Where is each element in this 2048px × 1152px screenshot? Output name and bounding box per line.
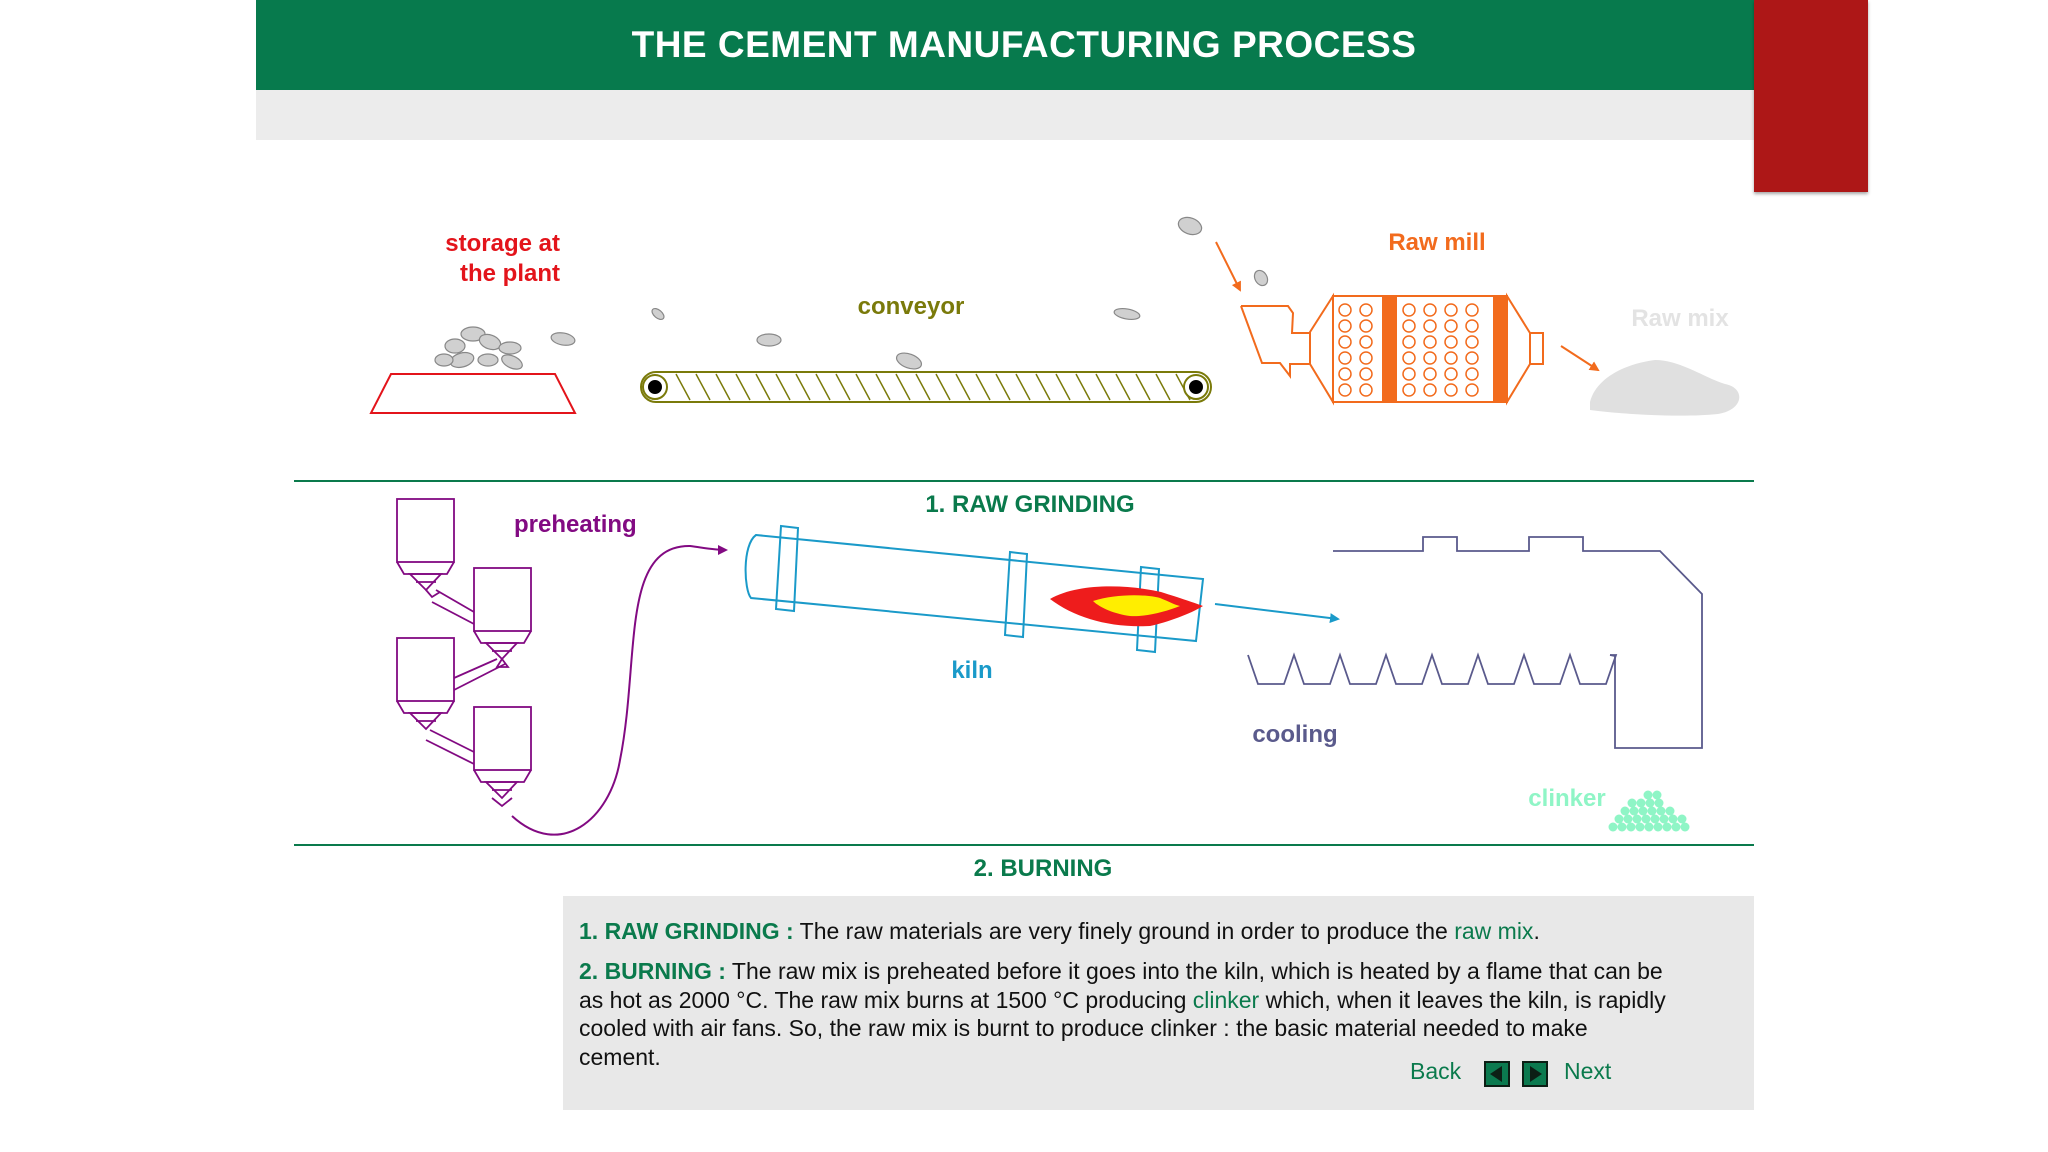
input-arrow <box>1215 241 1241 292</box>
clinker-pellet <box>1680 822 1690 832</box>
clinker-pellet <box>1636 798 1646 808</box>
raw-mix-label: Raw mix <box>1631 305 1729 332</box>
burning-term: 2. BURNING : <box>579 958 726 984</box>
raw-mix-pile <box>1590 360 1740 416</box>
triangle-left-icon <box>1490 1066 1502 1082</box>
kiln-label: kiln <box>951 657 992 684</box>
raw-mix-link: raw mix <box>1454 918 1534 944</box>
next-button[interactable] <box>1522 1061 1548 1087</box>
clinker-pellet <box>1659 814 1669 824</box>
description-panel <box>563 896 1754 1110</box>
burning-end: which, when it leaves the kiln, is rapid… <box>579 986 1666 1070</box>
description-burning: 2. BURNING : The raw mix is preheated be… <box>579 957 1669 1071</box>
cooler-icon <box>1247 536 1703 749</box>
section-label-burning: 2. BURNING <box>974 855 1113 882</box>
clinker-pellet <box>1656 806 1666 816</box>
section-label-raw-grinding: 1. RAW GRINDING <box>925 491 1134 518</box>
clinker-pellet <box>1645 798 1655 808</box>
preheating-label: preheating <box>514 511 637 538</box>
red-accent-tab <box>1754 0 1868 192</box>
clinker-pellet <box>1608 822 1618 832</box>
raw-grinding-text: The raw materials are very finely ground… <box>793 918 1455 944</box>
clinker-link: clinker <box>1192 986 1260 1013</box>
storage-icon <box>369 326 577 414</box>
clinker-pellet <box>1614 814 1624 824</box>
clinker-pellet <box>1623 814 1633 824</box>
clinker-label: clinker <box>1528 785 1605 812</box>
burning-text: The raw mix is preheated before it goes … <box>579 958 1663 1013</box>
storage-label-line2: the plant <box>460 260 560 287</box>
clinker-pellet <box>1653 822 1663 832</box>
clinker-pellet <box>1617 822 1627 832</box>
clinker-pellet <box>1647 806 1657 816</box>
clinker-pellet <box>1627 798 1637 808</box>
triangle-right-icon <box>1530 1066 1542 1082</box>
clinker-pile <box>1608 790 1690 832</box>
back-button[interactable] <box>1484 1061 1510 1087</box>
clinker-pellet <box>1626 822 1636 832</box>
clinker-pellet <box>1652 790 1662 800</box>
feed-path-arrow <box>511 544 728 836</box>
clinker-pellet <box>1644 822 1654 832</box>
stones <box>651 216 1269 370</box>
clinker-pellet <box>1671 822 1681 832</box>
cooling-label: cooling <box>1252 721 1337 748</box>
clinker-pellet <box>1635 822 1645 832</box>
next-link[interactable]: Next <box>1564 1058 1612 1084</box>
header-bar: THE CEMENT MANUFACTURING PROCESS <box>256 0 1792 90</box>
clinker-pellet <box>1668 814 1678 824</box>
conveyor-label: conveyor <box>858 293 965 320</box>
clinker-pellet <box>1641 814 1651 824</box>
clinker-pellet <box>1629 806 1639 816</box>
output-arrow <box>1560 345 1600 372</box>
clinker-pellet <box>1638 806 1648 816</box>
clinker-pellet <box>1632 814 1642 824</box>
clinker-pellet <box>1677 814 1687 824</box>
clinker-pellet <box>1665 806 1675 816</box>
raw-grinding-end: . <box>1533 918 1540 944</box>
conveyor-belt <box>640 371 1212 403</box>
clinker-pellet <box>1654 798 1664 808</box>
clinker-pellet <box>1643 790 1653 800</box>
flame-icon <box>1050 586 1203 627</box>
kiln-output-arrow <box>1214 603 1340 623</box>
raw-grinding-term: 1. RAW GRINDING : <box>579 918 794 944</box>
raw-mill-label: Raw mill <box>1388 229 1485 256</box>
back-link[interactable]: Back <box>1410 1058 1462 1084</box>
clinker-pellet <box>1662 822 1672 832</box>
description-raw-grinding: 1. RAW GRINDING : The raw materials are … <box>579 917 1669 946</box>
storage-label-line1: storage at <box>445 230 560 257</box>
raw-mill-icon <box>1240 292 1544 406</box>
clinker-pellet <box>1620 806 1630 816</box>
clinker-pellet <box>1650 814 1660 824</box>
preheater-tower-icon <box>396 498 532 808</box>
page-title: THE CEMENT MANUFACTURING PROCESS <box>631 24 1417 65</box>
header-subbar <box>256 90 1792 140</box>
